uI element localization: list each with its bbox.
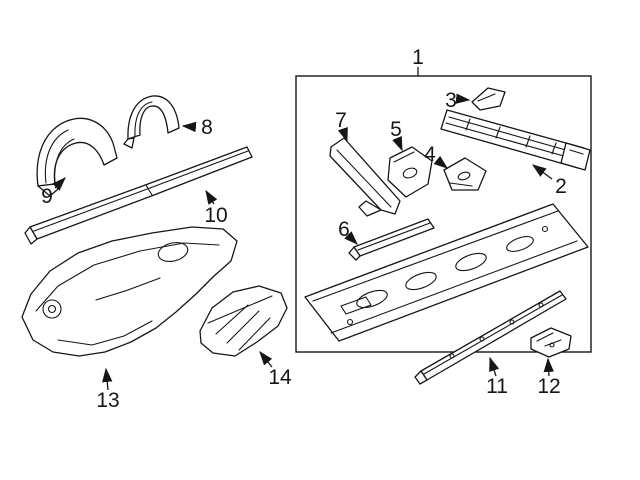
callout-4-arrow [433, 155, 449, 169]
callout-12-arrow [543, 357, 554, 377]
callout-6-label: 6 [338, 218, 350, 241]
callout-9-arrow [52, 177, 66, 191]
part-10-tunnel-rail [24, 146, 253, 245]
callout-7-label: 7 [335, 109, 347, 132]
callout-5-arrow [392, 136, 403, 152]
callout-10-arrow [205, 189, 218, 205]
callout-14-arrow [259, 350, 273, 368]
callout-14-label: 14 [268, 366, 292, 389]
callout-3-arrow [455, 93, 471, 104]
callout-11-label: 11 [486, 375, 508, 398]
part-2-front-crossmember [440, 109, 591, 171]
part-4-bracket-small [443, 157, 487, 191]
part-13-heat-shield-front [21, 226, 238, 357]
callout-4-label: 4 [424, 143, 436, 166]
callout-10-label: 10 [204, 204, 227, 227]
callout-11-arrow [489, 356, 500, 377]
part-5-bracket-center [387, 146, 433, 198]
callout-8-arrow [181, 121, 197, 133]
part-3-mount-bracket [471, 87, 506, 111]
callout-12-label: 12 [537, 375, 560, 398]
part-6-rail-reinforcement [348, 218, 435, 261]
callout-9-label: 9 [41, 185, 53, 208]
callout-5-label: 5 [390, 118, 402, 141]
part-14-heat-shield-rear [199, 285, 288, 357]
part-7-floor-rail-left [329, 137, 401, 217]
callout-2-label: 2 [555, 175, 567, 198]
callout-2-arrow [531, 164, 553, 180]
callout-7-arrow [337, 127, 348, 143]
callout-3-label: 3 [445, 89, 457, 112]
part-8-tunnel-bridge-rear [123, 95, 180, 149]
callout-13-arrow [102, 367, 113, 391]
assembly-1-group-box [295, 75, 592, 353]
part-12-sill-bracket [530, 327, 572, 358]
floor-panel [304, 203, 589, 342]
callout-6-arrow [344, 231, 358, 245]
part-11-rocker-sill-rail [414, 290, 567, 385]
callout-13-label: 13 [96, 389, 119, 412]
callout-1-label: 1 [412, 46, 424, 69]
callout-8-label: 8 [201, 116, 213, 139]
